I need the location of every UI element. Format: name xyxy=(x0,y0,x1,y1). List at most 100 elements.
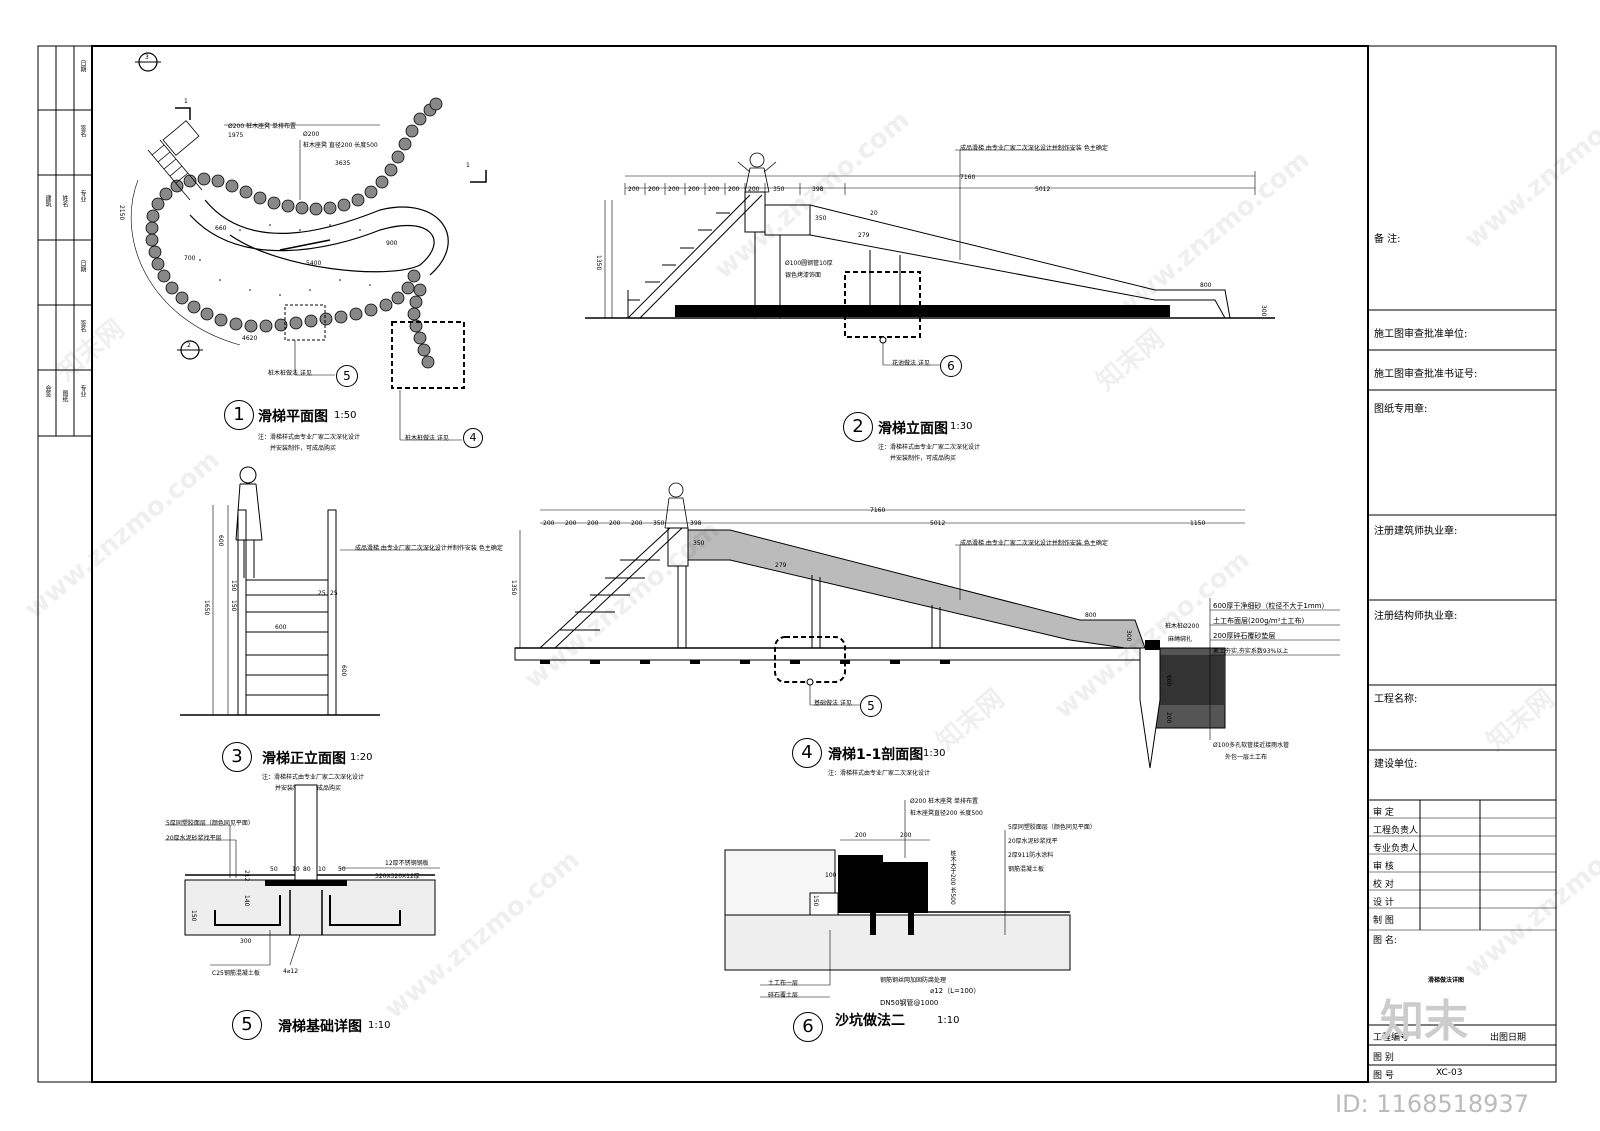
tb-role: 审 核 xyxy=(1373,862,1394,872)
strip-label: 专业 xyxy=(79,385,86,397)
strip-label: 签名 xyxy=(79,125,86,137)
strip-label: 专业 xyxy=(79,190,86,202)
d5-dim: 10 xyxy=(292,866,300,873)
d4-dim: 350 xyxy=(653,520,665,527)
detail-6-bubble: 6 xyxy=(793,1012,823,1042)
tb-stamp: 图纸专用章: xyxy=(1374,404,1428,415)
tb-role: 专业负责人 xyxy=(1373,844,1419,854)
detail-6-scale: 1:10 xyxy=(937,1015,960,1026)
d4-dim-total: 7160 xyxy=(870,507,886,514)
detail-1-title: 滑梯平面图 xyxy=(258,409,328,425)
d2-pipe-2: 银色烤漆饰面 xyxy=(785,272,822,279)
strip-label: 会签 xyxy=(44,385,51,397)
detail-3-scale: 1:20 xyxy=(350,752,373,763)
ref-a-text: 桩木桩做法 详见 xyxy=(268,370,312,377)
strip-label: 日期 xyxy=(79,260,86,272)
strip-label: 建筑 xyxy=(44,195,51,207)
d4-ref-bubble: 5 xyxy=(860,695,882,717)
d2-dim: 200 xyxy=(628,186,640,193)
d4-misc: 200 xyxy=(1165,712,1172,724)
cut-label-right: 1 xyxy=(466,162,470,169)
dim-660: 660 xyxy=(215,225,227,232)
d6-dim: ⌀12（L=100） xyxy=(930,987,981,995)
d4-drain: Ø100多孔软管接近接雨水管 xyxy=(1213,742,1290,749)
callout-logs: Ø200 桩木座凳 单排布置 xyxy=(228,123,296,130)
d4-misc: 600 xyxy=(1165,675,1172,687)
d4-dim: 200 xyxy=(587,520,599,527)
tb-role: 审 定 xyxy=(1373,808,1394,818)
watermark-logo: 知末 xyxy=(1380,996,1468,1047)
tb-remarks: 备 注: xyxy=(1374,234,1401,245)
d4-layer: 600厚干净细砂（粒径不大于1mm） xyxy=(1213,602,1329,610)
tb-approval-unit: 施工图审查批准单位: xyxy=(1374,329,1468,340)
d3-dim: 25 xyxy=(330,590,338,597)
d4-dim: 200 xyxy=(543,520,555,527)
d4-layer: 素土夯实,夯实系数93%以上 xyxy=(1213,648,1289,655)
dim-700: 700 xyxy=(184,255,196,262)
strip-label: 日期 xyxy=(79,60,86,72)
tb-role: 工程负责人 xyxy=(1373,826,1419,836)
d3-callout: 成品滑梯 由专业厂家二次深化设计并制作安装 色主确定 xyxy=(355,545,503,552)
d6-dim: 200 xyxy=(855,832,867,839)
d5-label: C25钢筋混凝土板 xyxy=(212,970,260,977)
d2-dim: 200 xyxy=(668,186,680,193)
d4-dim-pit: 1150 xyxy=(1190,520,1206,527)
dim-2150: 2150 xyxy=(118,205,125,221)
d6-dim: 100 xyxy=(825,872,837,879)
strip-label: 签名 xyxy=(79,320,86,332)
d4-dim: 200 xyxy=(565,520,577,527)
d6-top: Ø200 桩木座凳 单排布置 xyxy=(910,798,978,805)
tb-date: 出图日期 xyxy=(1490,1033,1527,1043)
d3-dim: 150 xyxy=(230,580,237,592)
d6-right: 5厚同塑胶面层（颜色同见平面） xyxy=(1008,824,1096,831)
detail-4-bubble: 4 xyxy=(792,738,822,768)
d2-dim-height: 1350 xyxy=(595,255,602,271)
tb-sheet-no-label: 图 号 xyxy=(1373,1071,1394,1081)
tb-category: 图 别 xyxy=(1373,1053,1394,1063)
tb-drawing-name-label: 图 名: xyxy=(1373,936,1397,946)
d2-dim: 5012 xyxy=(1035,186,1051,193)
watermark-id: ID: 1168518937 xyxy=(1335,1090,1529,1118)
d3-dim: 600 xyxy=(275,624,287,631)
d5-label: 4⌀12 xyxy=(283,968,299,975)
ref-b-bubble: 4 xyxy=(463,428,483,448)
d2-dim: 200 xyxy=(648,186,660,193)
detail-2-scale: 1:30 xyxy=(950,421,973,432)
d3-dim: 1650 xyxy=(203,600,210,616)
detail-4-note-1: 注：滑梯样式由专业厂家二次深化设计 xyxy=(828,770,931,777)
tb-project: 工程名称: xyxy=(1374,694,1418,705)
d2-ref-bubble: 6 xyxy=(940,355,962,377)
d2-ref-text: 花池做法 详见 xyxy=(892,360,930,367)
d4-misc: 279 xyxy=(775,562,787,569)
d4-ref-text: 基础做法 详见 xyxy=(814,700,852,707)
detail-2-note-2: 并安装制作，可成品购买 xyxy=(890,455,957,462)
d2-dim: 200 xyxy=(728,186,740,193)
d5-dim: 212 xyxy=(243,870,250,882)
detail-3-note-1: 注：滑梯样式由专业厂家二次深化设计 xyxy=(262,774,365,781)
detail-1-bubble: 1 xyxy=(224,400,254,430)
cut-label-left: 1 xyxy=(184,98,188,105)
d6-bottom: 土工布一层 xyxy=(768,980,799,987)
d5-label: 20厚水泥砂浆找平层 xyxy=(166,835,222,842)
d5-label: 12厚不锈钢钢板 xyxy=(385,860,429,867)
d4-misc: 300 xyxy=(1125,630,1132,642)
d6-dim: 200 xyxy=(900,832,912,839)
log-ring xyxy=(145,97,443,369)
d4-layer: 200厚碎石覆砂垫层 xyxy=(1213,632,1276,640)
ref-a-bubble: 5 xyxy=(336,365,358,387)
d5-label: 5厚同塑胶面层（颜色同见平面） xyxy=(166,820,254,827)
tb-drawing-name: 滑梯做法详图 xyxy=(1428,977,1465,984)
detail-3-title: 滑梯正立面图 xyxy=(262,751,346,767)
tb-architect: 注册建筑师执业章: xyxy=(1374,526,1458,537)
section-mark-3: 3 xyxy=(145,54,149,61)
detail-2-note-1: 注：滑梯样式由专业厂家二次深化设计 xyxy=(878,444,981,451)
d5-dim: 140 xyxy=(243,895,250,907)
d2-dim: 398 xyxy=(812,186,824,193)
d4-dim: 200 xyxy=(609,520,621,527)
